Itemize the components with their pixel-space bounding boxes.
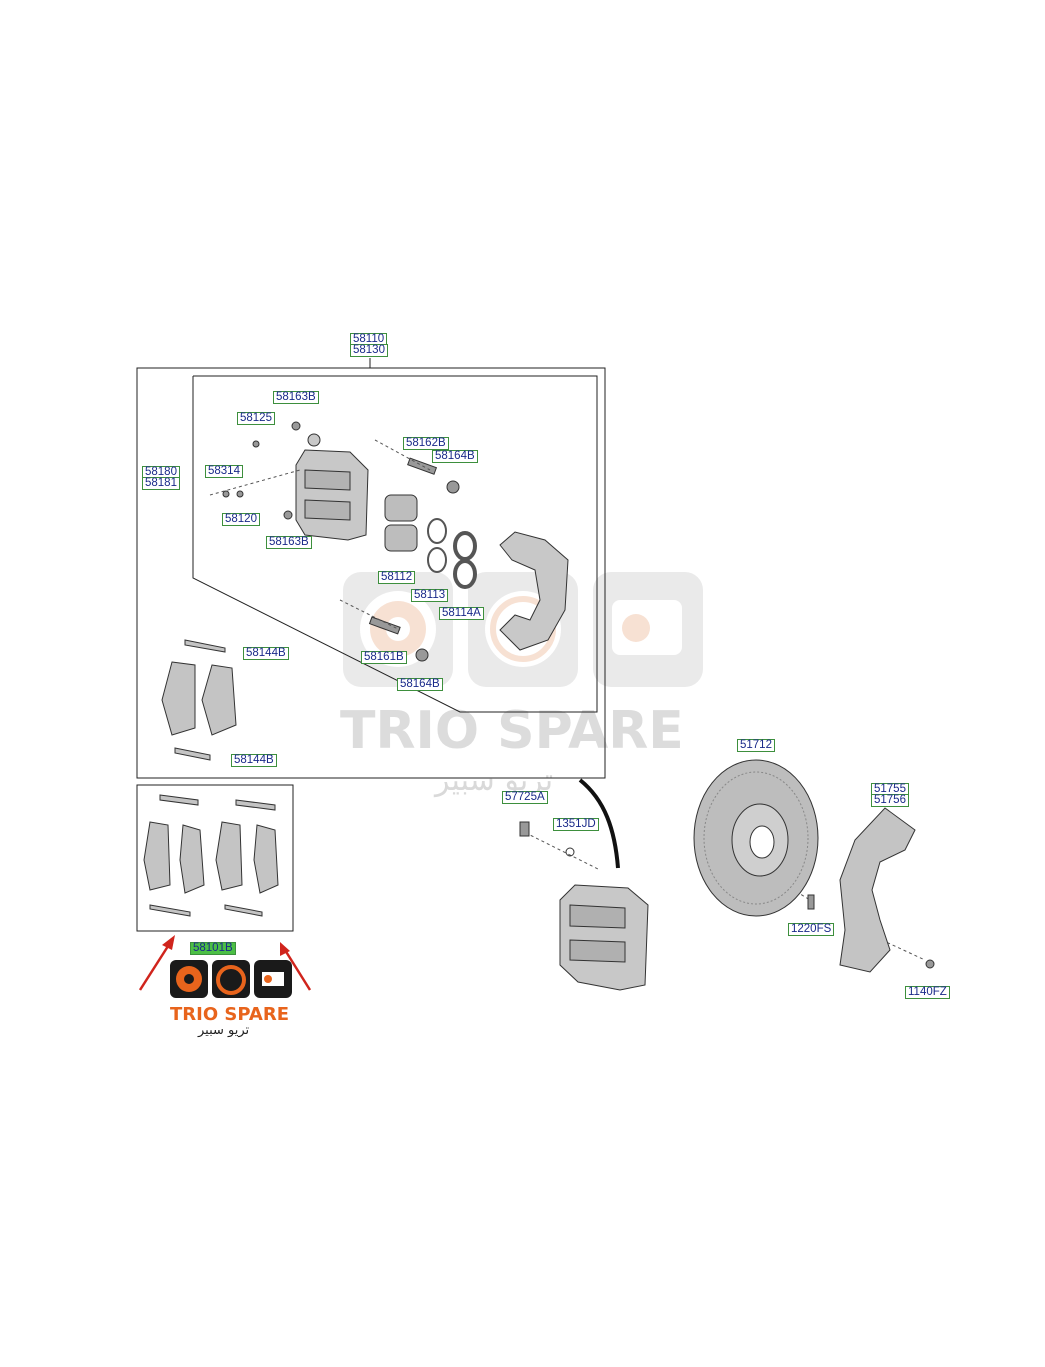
brake-pads [161, 639, 237, 761]
label-58181: 58181 [142, 477, 180, 490]
brand-logo [170, 960, 292, 998]
label-58314: 58314 [205, 465, 243, 478]
label-58112: 58112 [378, 571, 416, 584]
red-arrows [138, 935, 312, 991]
curve-pointer [578, 778, 620, 869]
label-58161b: 58161B [361, 651, 407, 664]
label-51712: 51712 [737, 739, 775, 752]
label-58164b-top: 58164B [432, 450, 478, 463]
label-58163b-top: 58163B [273, 391, 319, 404]
label-58101b: 58101B [190, 942, 236, 955]
label-1351jd: 1351JD [553, 818, 599, 831]
label-58114a: 58114A [439, 607, 484, 620]
caliper-inner-frame [192, 375, 598, 713]
caliper-body [295, 433, 369, 541]
label-58164b-bot: 58164B [397, 678, 443, 691]
bolt-57725a [519, 821, 575, 857]
logo-brand-ar: تريو سبير [197, 1023, 250, 1038]
caliper-assembly-frame [136, 367, 606, 779]
pistons [384, 494, 418, 552]
brake-pad-kit [143, 794, 279, 917]
bolts [222, 421, 460, 662]
watermark-brand: TRIO SPARE [340, 701, 684, 761]
label-58113: 58113 [411, 589, 449, 602]
label-58144b-bot: 58144B [231, 754, 277, 767]
label-58162b: 58162B [403, 437, 449, 450]
dust-shield [839, 807, 916, 973]
label-57725a: 57725A [502, 791, 548, 804]
seals [427, 518, 477, 589]
label-1220fs: 1220FS [788, 923, 835, 936]
label-58125: 58125 [237, 412, 275, 425]
label-58163b-bot: 58163B [266, 536, 312, 549]
label-58130: 58130 [350, 344, 388, 357]
brake-disc [693, 759, 819, 917]
caliper-assembled [559, 884, 649, 991]
label-58120: 58120 [222, 513, 260, 526]
label-58144b-top: 58144B [243, 647, 289, 660]
pad-kit-frame [136, 784, 294, 932]
caliper-bracket [499, 531, 569, 651]
logo-brand: TRIO SPARE [170, 1004, 289, 1025]
label-51756: 51756 [871, 794, 909, 807]
label-1140fz: 1140FZ [905, 986, 950, 999]
